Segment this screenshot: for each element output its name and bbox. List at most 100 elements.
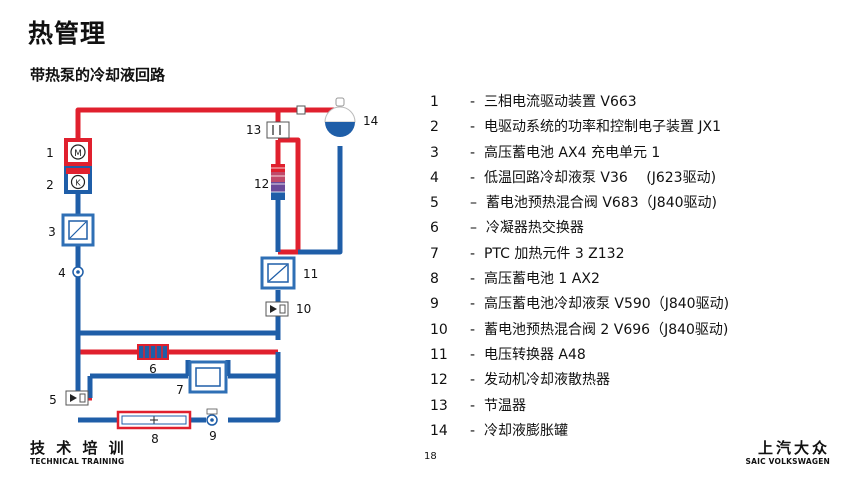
legend-item-text: 低温回路冷却液泵 V36 (J623驱动): [483, 169, 717, 186]
component-label-2: 2: [46, 178, 54, 192]
legend-item: 6 – 冷凝器热交换器: [430, 216, 729, 241]
component-label-7: 7: [176, 383, 184, 397]
compressor-k-icon: K: [64, 166, 92, 194]
footer-training-cn: 技 术 培 训: [30, 439, 127, 457]
component-label-14: 14: [363, 114, 378, 128]
component-label-5: 5: [49, 393, 57, 407]
component-label-9: 9: [209, 429, 217, 443]
legend-item-number: 2: [430, 119, 439, 136]
legend-item: 13 - 节温器: [430, 394, 729, 419]
legend-item-number: 12: [430, 372, 448, 389]
legend-item-number: 7: [430, 245, 439, 262]
ptc-heater-icon: [116, 410, 192, 430]
footer-brand-en: SAIC VOLKSWAGEN: [745, 457, 830, 466]
cold-line-tank-out: [298, 146, 343, 255]
legend-item-gap: [475, 322, 484, 338]
legend-item-dash: -: [470, 169, 476, 186]
legend-item-number: 14: [430, 422, 448, 439]
legend-item-number: 3: [430, 144, 439, 161]
legend-item-dash: -: [470, 119, 476, 136]
legend-item-number: 9: [430, 296, 439, 313]
legend-item-text: 电驱动系统的功率和控制电子装置 JX1: [483, 119, 722, 136]
legend-item-number: 5: [430, 195, 439, 212]
legend-item: 10- 蓄电池预热混合阀 2 V696（J840驱动): [430, 318, 729, 343]
legend-item-gap: [475, 170, 484, 186]
legend-item-text: PTC 加热元件 3 Z132: [483, 245, 625, 262]
thermostat-icon: [266, 105, 306, 139]
legend-item-gap: [475, 423, 484, 439]
legend-item-dash: –: [470, 195, 477, 212]
condenser-heat-exchanger-icon: [137, 344, 169, 360]
legend-item: 14 - 冷却液膨胀罐: [430, 419, 729, 444]
legend-item-number: 10: [430, 321, 448, 338]
coolant-circuit-diagram: M K: [46, 97, 378, 446]
footer-brand-logo: 上汽大众 SAIC VOLKSWAGEN: [746, 440, 830, 467]
legend-item-dash: -: [470, 245, 476, 262]
legend-item-text: 冷却液膨胀罐: [483, 422, 568, 439]
hot-line-radiator-bypass: [278, 137, 301, 255]
legend-item-dash: -: [470, 296, 476, 313]
component-label-8: 8: [151, 432, 159, 446]
legend-item-text: 电压转换器 A48: [483, 346, 586, 363]
radiator-icon: [271, 164, 285, 200]
legend-item-dash: –: [470, 220, 477, 237]
legend-item: 9- 高压蓄电池冷却液泵 V590（J840驱动): [430, 292, 729, 317]
legend-item-dash: -: [470, 144, 476, 161]
page-subtitle: 带热泵的冷却液回路: [30, 66, 166, 84]
cold-line-ptc: [87, 360, 231, 398]
legend-item: 5 – 蓄电池预热混合阀 V683（J840驱动): [430, 191, 729, 216]
legend-item-number: 13: [430, 397, 448, 414]
legend-item-gap: [477, 195, 486, 211]
component-label-1: 1: [46, 146, 54, 160]
legend-item: 12- 发动机冷却液散热器: [430, 368, 729, 393]
legend-item-dash: -: [470, 346, 476, 363]
cold-line-return: [90, 352, 281, 423]
legend-item-gap: [475, 145, 484, 161]
converter-box-icon: [260, 256, 296, 290]
valve-icon: [265, 301, 289, 317]
legend-item-gap: [475, 347, 484, 363]
converter-box-icon: [61, 213, 95, 247]
legend-item-text: 高压蓄电池 AX4 充电单元 1: [483, 144, 661, 161]
pump-icon: [206, 408, 218, 426]
legend-item-dash: -: [470, 271, 476, 288]
legend-item-gap: [475, 246, 484, 262]
component-label-6: 6: [149, 362, 157, 376]
footer-brand-cn: 上汽大众: [757, 439, 830, 457]
legend-item: 4 - 低温回路冷却液泵 V36 (J623驱动): [430, 166, 729, 191]
pump-icon: [72, 266, 84, 278]
legend-item: 2 - 电驱动系统的功率和控制电子装置 JX1: [430, 115, 729, 140]
component-label-3: 3: [48, 225, 56, 239]
converter-box-icon: [188, 360, 228, 394]
footer-training-en: TECHNICAL TRAINING: [30, 457, 125, 466]
legend-item-dash: -: [470, 397, 476, 414]
legend-item-text: 蓄电池预热混合阀 V683（J840驱动): [485, 195, 717, 212]
legend-item-number: 1: [430, 94, 439, 110]
page-title: 热管理: [28, 19, 107, 48]
legend-item: 3 - 高压蓄电池 AX4 充电单元 1: [430, 141, 729, 166]
legend-item-dash: -: [470, 422, 476, 439]
legend-item-dash: -: [470, 94, 476, 110]
legend-item-gap: [475, 296, 484, 312]
legend-item-number: 11: [430, 346, 448, 363]
legend-item-number: 6: [430, 220, 439, 237]
legend-item-text: 冷凝器热交换器: [485, 220, 584, 237]
legend-item-text: 节温器: [483, 397, 526, 414]
svg-text:K: K: [75, 179, 81, 188]
page-number: 18: [424, 451, 437, 462]
legend-item-text: 高压蓄电池 1 AX2: [483, 271, 600, 288]
legend-item-number: 8: [430, 271, 439, 288]
legend-item-gap: [475, 372, 484, 388]
legend-item: 1 - 三相电流驱动装置 V663: [430, 90, 729, 115]
legend-item-text: 三相电流驱动装置 V663: [483, 94, 637, 110]
expansion-tank-icon: [324, 97, 356, 137]
legend-item-number: 4: [430, 169, 439, 186]
legend-item-gap: [475, 398, 484, 414]
valve-icon: [65, 390, 89, 406]
legend-item-gap: [475, 271, 484, 287]
legend-item: 11 - 电压转换器 A48: [430, 343, 729, 368]
legend-item-gap: [475, 94, 484, 110]
component-label-13: 13: [246, 123, 261, 137]
component-label-4: 4: [58, 266, 66, 280]
motor-m-icon: M: [64, 138, 92, 166]
